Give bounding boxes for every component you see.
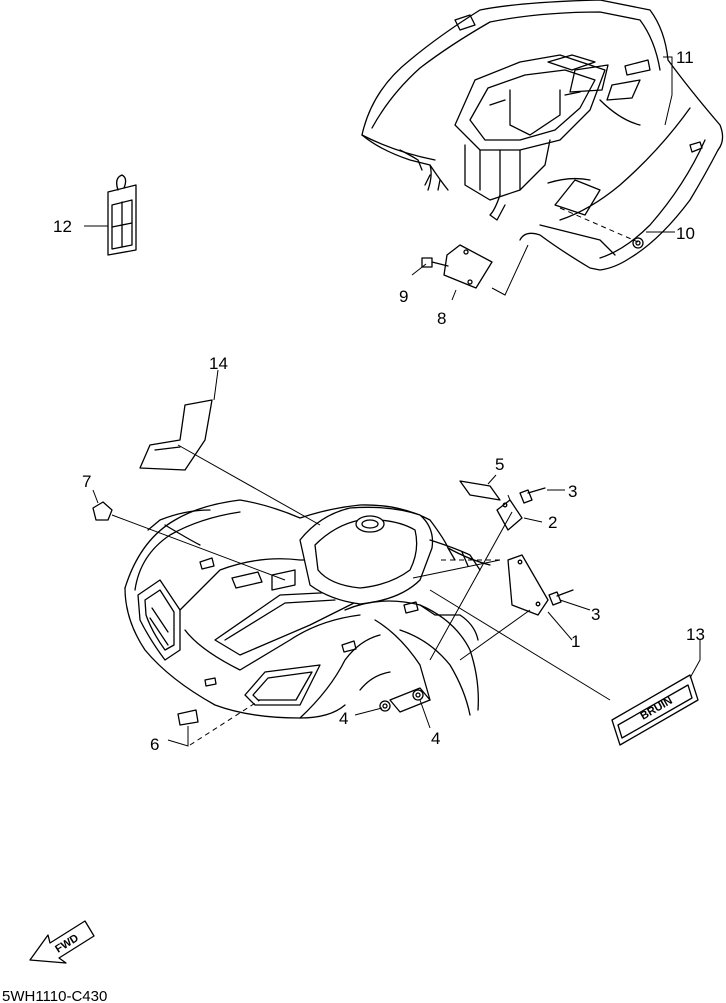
callout-12: 12 <box>53 217 72 236</box>
callout-3b: 3 <box>591 605 600 624</box>
cap-7 <box>92 501 113 521</box>
fwd-arrow-icon: FWD <box>29 920 95 964</box>
screw <box>421 257 449 268</box>
callout-4b: 4 <box>431 729 440 748</box>
leader-lines <box>84 56 701 747</box>
label-5 <box>459 480 501 501</box>
decal-14 <box>139 399 213 471</box>
grommet-4a <box>379 700 391 712</box>
callout-7: 7 <box>82 472 91 491</box>
callout-14: 14 <box>209 354 228 373</box>
callout-1: 1 <box>571 632 580 651</box>
drawing-code: 5WH1110-C430 <box>2 988 107 1003</box>
grommet-4b <box>412 689 424 701</box>
callout-11: 11 <box>676 48 694 67</box>
callout-8: 8 <box>437 309 446 328</box>
bracket-2 <box>496 499 523 531</box>
callout-5: 5 <box>495 455 504 474</box>
callout-9: 9 <box>399 287 408 306</box>
callout-3a: 3 <box>568 482 577 501</box>
plate-1 <box>507 554 549 616</box>
tag-12 <box>107 174 137 256</box>
front-fender <box>124 499 491 719</box>
callout-4a: 4 <box>339 709 348 728</box>
bolt-3b <box>548 589 574 606</box>
grommet <box>632 237 644 249</box>
callouts: 11 12 10 9 8 14 5 7 3 2 3 1 13 4 4 6 <box>53 48 705 754</box>
reflector-plate <box>443 244 493 289</box>
label-6 <box>177 709 199 726</box>
label-11 <box>624 59 651 76</box>
decal-13: BRUIN <box>611 674 699 746</box>
callout-2: 2 <box>548 513 557 532</box>
rear-fender <box>361 0 724 271</box>
callout-6: 6 <box>150 735 159 754</box>
bolt-3a <box>519 487 546 504</box>
callout-13: 13 <box>686 625 705 644</box>
callout-10: 10 <box>676 224 695 243</box>
